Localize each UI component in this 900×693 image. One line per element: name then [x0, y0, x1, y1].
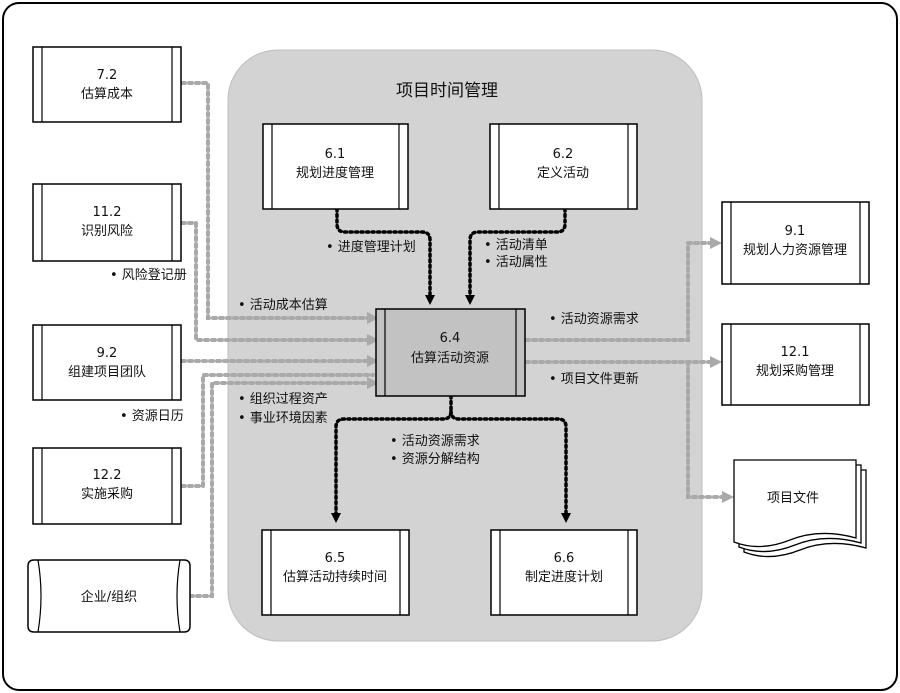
external-box-9-1[interactable]: 9.1 规划人力资源管理: [721, 201, 870, 285]
flow-label-org-assets: • 组织过程资产: [238, 392, 328, 407]
process-box-6-2[interactable]: 6.2 定义活动: [489, 123, 638, 210]
process-6-4-name: 估算活动资源: [411, 351, 489, 366]
external-12-1-name: 规划采购管理: [756, 363, 834, 379]
flow-label-resource-requirements-out: • 活动资源需求: [549, 312, 639, 327]
external-7-2-number: 7.2: [97, 68, 118, 83]
process-box-6-6[interactable]: 6.6 制定进度计划: [490, 529, 638, 616]
process-6-1-number: 6.1: [325, 147, 346, 162]
external-9-1-name: 规划人力资源管理: [743, 243, 847, 258]
flow-label-schedule-plan: • 进度管理计划: [326, 239, 416, 255]
flow-line-cost: [180, 81, 379, 324]
flow-label-activity-attributes: • 活动属性: [484, 255, 548, 270]
flow-line-hr: [524, 237, 722, 342]
flow-label-resource-requirements-down: • 活动资源需求: [390, 434, 480, 449]
external-12-1-number: 12.1: [781, 345, 810, 360]
flow-line-risk: [180, 221, 379, 346]
flow-label-resource-calendar: • 资源日历: [120, 409, 184, 424]
process-6-6-number: 6.6: [554, 551, 575, 566]
external-box-7-2[interactable]: 7.2 估算成本: [32, 46, 182, 123]
process-6-2-number: 6.2: [553, 147, 574, 162]
external-12-2-name: 实施采购: [81, 486, 133, 502]
arrow-61-to-64: [335, 207, 435, 305]
area-title: 项目时间管理: [396, 81, 498, 101]
external-11-2-name: 识别风险: [81, 224, 133, 239]
flow-line-procure: [180, 373, 375, 488]
external-7-2-name: 估算成本: [81, 87, 133, 102]
external-11-2-number: 11.2: [93, 205, 122, 220]
process-box-6-1[interactable]: 6.1 规划进度管理: [262, 123, 409, 210]
flow-label-cost-estimates: • 活动成本估算: [238, 298, 328, 313]
flow-line-docs: [686, 360, 734, 503]
process-6-2-name: 定义活动: [537, 166, 589, 181]
flow-label-resource-breakdown: • 资源分解结构: [390, 452, 480, 467]
process-6-1-name: 规划进度管理: [296, 165, 374, 181]
external-enterprise-name: 企业/组织: [81, 589, 137, 605]
flow-label-document-updates: • 项目文件更新: [549, 371, 639, 387]
external-box-12-2[interactable]: 12.2 实施采购: [32, 447, 182, 525]
external-9-2-name: 组建项目团队: [68, 365, 146, 380]
process-6-4-number: 6.4: [440, 331, 461, 346]
process-6-5-name: 估算活动持续时间: [283, 570, 387, 585]
external-box-9-2[interactable]: 9.2 组建项目团队: [32, 324, 182, 401]
external-box-12-1[interactable]: 12.1 规划采购管理: [721, 323, 870, 406]
external-box-11-2[interactable]: 11.2 识别风险: [32, 183, 182, 262]
external-12-2-number: 12.2: [93, 468, 122, 483]
external-box-enterprise[interactable]: 企业/组织: [27, 559, 191, 633]
process-box-6-4[interactable]: 6.4 估算活动资源: [375, 308, 526, 397]
process-6-6-name: 制定进度计划: [525, 569, 603, 585]
arrow-64-to-66: [449, 409, 571, 523]
arrow-62-to-64: [465, 207, 567, 305]
flow-label-activity-list: • 活动清单: [484, 238, 548, 253]
flow-line-org: [188, 377, 379, 598]
external-9-1-number: 9.1: [785, 224, 806, 239]
process-box-6-5[interactable]: 6.5 估算活动持续时间: [261, 529, 410, 616]
process-6-5-number: 6.5: [325, 551, 346, 566]
flow-label-risk-register: • 风险登记册: [110, 268, 187, 283]
project-documents-label: 项目文件: [767, 491, 819, 506]
project-documents-stack[interactable]: 项目文件: [733, 459, 867, 558]
flow-label-env-factors: • 事业环境因素: [238, 411, 328, 426]
external-9-2-number: 9.2: [97, 346, 118, 361]
